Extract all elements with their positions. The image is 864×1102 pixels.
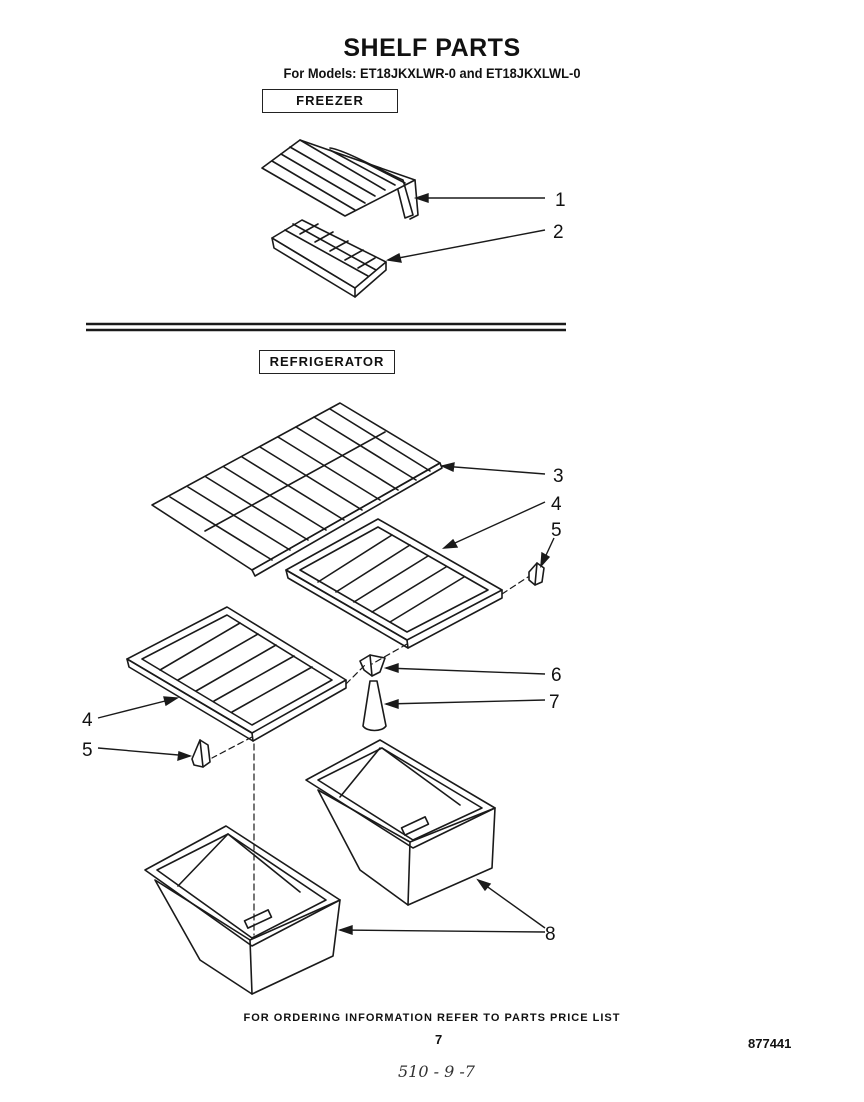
freezer-wire-shelf — [261, 139, 419, 220]
model-subtitle: For Models: ET18JKXLWR-0 and ET18JKXLWL-… — [283, 65, 581, 81]
section-divider — [86, 322, 566, 332]
shelf-bracket-left — [191, 739, 211, 768]
freezer-label: FREEZER — [262, 89, 398, 113]
callout-3: 3 — [553, 466, 564, 487]
callout-4-left: 4 — [82, 710, 93, 731]
ordering-note: FOR ORDERING INFORMATION REFER TO PARTS … — [243, 1012, 621, 1024]
shelf-bracket-right — [528, 562, 545, 586]
callout-4-right: 4 — [551, 494, 562, 515]
refrigerator-label: REFRIGERATOR — [259, 350, 395, 374]
document-number: 877441 — [748, 1036, 792, 1051]
callout-5-left: 5 — [82, 740, 93, 761]
support-post — [362, 680, 387, 732]
ice-cube-tray — [271, 219, 387, 298]
crisper-drawer-right — [305, 739, 496, 906]
crisper-drawer-left — [144, 825, 341, 995]
callout-7: 7 — [549, 692, 560, 713]
page-title: SHELF PARTS — [343, 34, 521, 62]
callout-5-right: 5 — [551, 520, 562, 541]
handwritten-note: 510 - 9 -7 — [398, 1062, 475, 1081]
callout-1: 1 — [555, 190, 566, 211]
refrigerator-wire-shelf — [151, 402, 443, 577]
callout-8: 8 — [545, 924, 556, 945]
glass-shelf-left — [126, 606, 347, 742]
glass-shelf-right — [285, 518, 503, 649]
callout-6: 6 — [551, 665, 562, 686]
callout-2: 2 — [553, 222, 564, 243]
page-number: 7 — [435, 1032, 443, 1047]
center-shelf-support — [359, 654, 386, 677]
